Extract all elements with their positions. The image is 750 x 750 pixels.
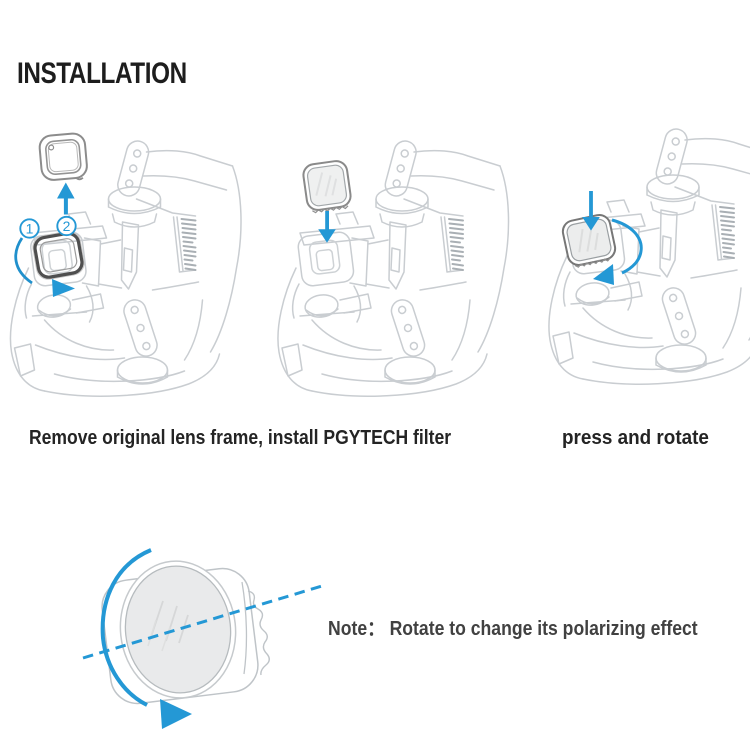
svg-text:1: 1 (26, 221, 34, 237)
svg-text:2: 2 (63, 218, 71, 234)
